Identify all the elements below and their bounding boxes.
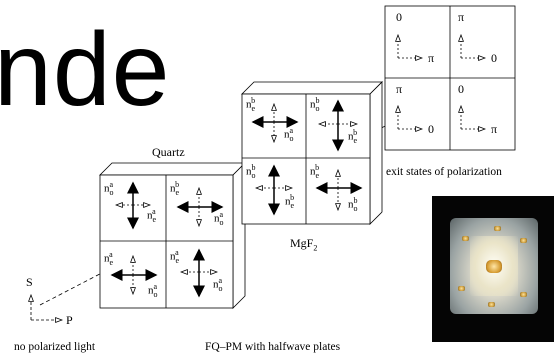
title-fragment: nde (0, 12, 171, 128)
mgf2-cell-4-index-b: nob (348, 196, 358, 213)
exit-state-2-arrow-label: 0 (491, 51, 497, 65)
exit-state-1-arrow-label: π (428, 51, 435, 65)
quartz-cell-4-arrows (181, 248, 217, 298)
photo-contact (520, 292, 527, 297)
mgf2-cell-2-arrows (319, 99, 357, 152)
exit-states-caption: exit states of polarization (386, 166, 502, 178)
quartz-cell-3-index-b: noa (148, 282, 158, 299)
mgf2-cell-3-index-a: nob (246, 163, 256, 180)
photo-core (486, 260, 502, 273)
photo-contact (488, 302, 495, 307)
mgf2-cell-1-index-a: neb (246, 96, 256, 113)
exit-state-1-phase: 0 (396, 10, 402, 24)
quartz-cell-1-arrows (116, 181, 150, 230)
exit-state-arrows (398, 35, 485, 129)
photo-contact (520, 238, 527, 243)
sp-axis-icon (31, 295, 62, 320)
photo-contact (462, 236, 469, 241)
mgf2-cell-1-index-b: noa (284, 126, 294, 143)
quartz-cell-2-index-a: neb (170, 180, 180, 197)
mgf2-label: MgF2 (290, 236, 318, 253)
mgf2-cell-4-arrows (315, 170, 363, 210)
exit-state-3-phase: π (396, 82, 403, 96)
mgf2-cell-3-index-b: neb (285, 193, 295, 210)
photo-contact (494, 226, 501, 231)
mgf2-cell-2-index-b: neb (348, 128, 358, 145)
exit-states-grid (384, 5, 516, 151)
mgf2-cell-2-index-a: nob (310, 96, 320, 113)
mgf2-cell-3-arrows (256, 164, 292, 216)
quartz-cell-4-index-b: noa (213, 276, 223, 293)
photo-contact (458, 286, 465, 291)
fqpm-caption: FQ–PM with halfwave plates (205, 341, 341, 353)
mgf2-cell-1-arrows (251, 104, 299, 142)
exit-state-4-arrow-label: π (491, 122, 498, 136)
quartz-block (99, 162, 246, 309)
quartz-cell-3-index-a: nea (104, 250, 114, 267)
quartz-cell-1-index-a: noa (104, 180, 114, 197)
quartz-cell-2-index-b: noa (214, 210, 224, 227)
mgf2-block (241, 81, 383, 225)
mgf2-cell-4-index-a: neb (310, 163, 320, 180)
quartz-label: Quartz (152, 145, 185, 159)
quartz-cell-4-index-a: nea (170, 248, 180, 265)
axis-p-label: P (66, 313, 73, 327)
no-polarized-caption: no polarized light (14, 341, 96, 353)
device-photo (432, 196, 554, 342)
axis-s-label: S (26, 275, 33, 289)
exit-state-2-phase: π (458, 10, 465, 24)
exit-state-3-arrow-label: 0 (428, 122, 434, 136)
quartz-cell-1-index-b: nea (147, 207, 157, 224)
quartz-cell-2-arrows (176, 188, 224, 226)
quartz-cell-3-arrows (110, 256, 158, 294)
exit-state-4-phase: 0 (458, 82, 464, 96)
